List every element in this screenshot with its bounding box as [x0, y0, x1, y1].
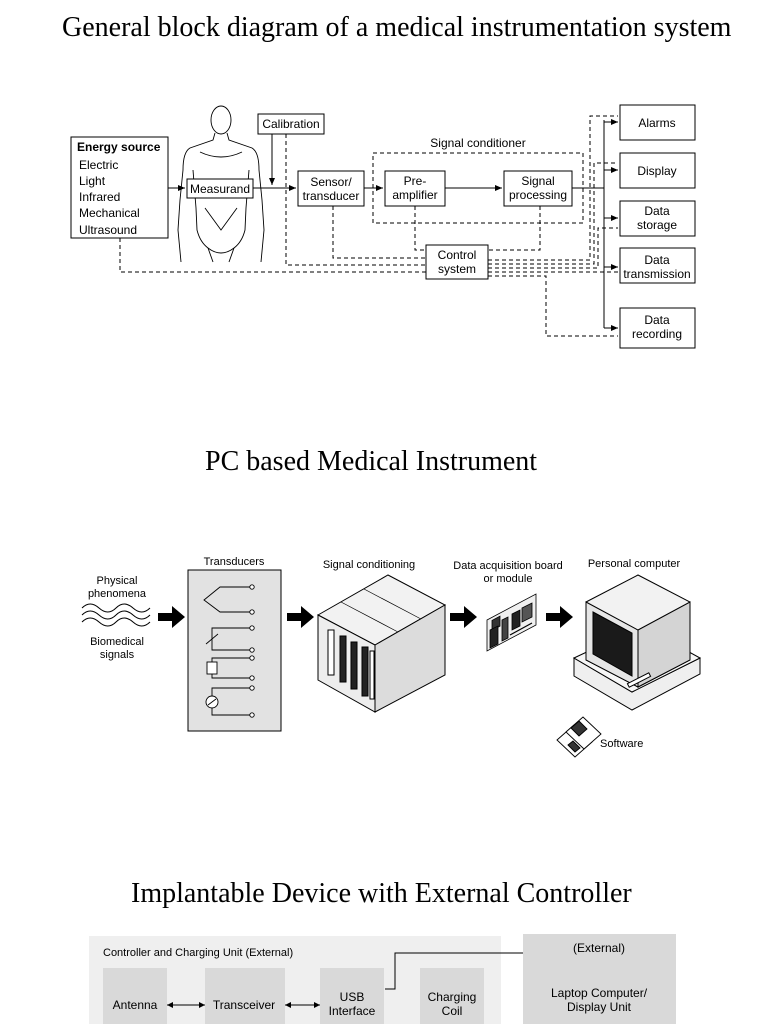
software-disks-icon	[556, 716, 602, 758]
transceiver-box	[205, 968, 285, 1024]
laptop-label-1: Laptop Computer/	[551, 986, 648, 1000]
daq-label-2: or module	[484, 573, 533, 585]
output-display-label: Display	[637, 164, 676, 178]
software-label: Software	[600, 738, 643, 750]
usb-interface-box	[320, 968, 384, 1024]
signal-conditioning-label: Signal conditioning	[323, 559, 415, 571]
transducer-circuits-icon	[203, 584, 255, 718]
title-implantable-device: Implantable Device with External Control…	[131, 878, 632, 909]
calibration-label: Calibration	[262, 117, 319, 131]
external-label: (External)	[573, 941, 625, 955]
output-alarms-box	[619, 104, 696, 141]
biomedical-signals-label-2: signals	[100, 649, 135, 661]
controller-panel-title: Controller and Charging Unit (External)	[103, 947, 293, 959]
external-panel	[523, 934, 676, 1024]
preamp-label-2: amplifier	[392, 188, 437, 202]
charging-coil-label-1: Charging	[428, 990, 477, 1004]
measurand-label: Measurand	[190, 182, 250, 196]
output-storage-label-2: storage	[637, 218, 677, 232]
control-system-label-2: system	[438, 262, 476, 276]
usb-label-2: Interface	[329, 1004, 376, 1018]
flow-arrow-1	[158, 606, 185, 628]
daq-label-1: Data acquisition board	[453, 560, 562, 572]
transducers-panel	[187, 569, 282, 732]
charging-coil-box	[420, 968, 484, 1024]
output-recording-label-1: Data	[644, 313, 670, 327]
transducers-label: Transducers	[204, 556, 265, 568]
title-block-diagram: General block diagram of a medical instr…	[62, 12, 732, 43]
output-storage-box	[619, 200, 696, 237]
sensor-label-1: Sensor/	[310, 175, 352, 189]
biosignal-wave-icon	[81, 603, 151, 627]
signal-processing-label-2: processing	[509, 188, 567, 202]
physical-phenomena-label-1: Physical	[97, 575, 138, 587]
pc-instrument-diagram: Physical phenomena Biomedical signals Tr…	[81, 556, 702, 758]
usb-label-1: USB	[340, 990, 365, 1004]
energy-item-light: Light	[79, 174, 106, 188]
signal-processing-label-1: Signal	[521, 174, 554, 188]
output-display-box	[619, 152, 696, 189]
output-recording-box	[619, 307, 696, 349]
energy-source-heading: Energy source	[77, 140, 161, 154]
signal-conditioning-rack-icon	[316, 574, 447, 713]
biomedical-signals-label-1: Biomedical	[90, 636, 144, 648]
output-transmission-label-2: transmission	[623, 267, 690, 281]
sensor-label-2: transducer	[303, 189, 360, 203]
laptop-label-2: Display Unit	[567, 1000, 632, 1014]
flow-arrow-4	[546, 606, 573, 628]
charging-coil-label-2: Coil	[442, 1004, 463, 1018]
personal-computer-label: Personal computer	[588, 558, 681, 570]
output-storage-label-1: Data	[644, 204, 670, 218]
personal-computer-icon	[572, 574, 702, 711]
flow-arrow-3	[450, 606, 477, 628]
control-system-box	[425, 244, 489, 280]
output-recording-label-2: recording	[632, 327, 682, 341]
implantable-device-diagram: Controller and Charging Unit (External) …	[89, 934, 676, 1024]
signal-conditioner-label: Signal conditioner	[430, 136, 525, 150]
energy-item-ultrasound: Ultrasound	[79, 223, 137, 237]
physical-phenomena-label-2: phenomena	[88, 588, 147, 600]
calibration-box	[257, 113, 325, 135]
flow-arrow-2	[287, 606, 314, 628]
antenna-label: Antenna	[113, 998, 158, 1012]
energy-item-electric: Electric	[79, 158, 118, 172]
control-system-label-1: Control	[438, 248, 477, 262]
preamp-label-1: Pre-	[404, 174, 427, 188]
daq-board-icon	[486, 593, 537, 652]
transceiver-label: Transceiver	[213, 998, 275, 1012]
block-diagram: Energy source Electric Light Infrared Me…	[70, 104, 696, 349]
energy-item-mechanical: Mechanical	[79, 206, 140, 220]
output-alarms-label: Alarms	[638, 116, 675, 130]
output-transmission-box	[619, 247, 696, 284]
title-pc-instrument: PC based Medical Instrument	[205, 446, 538, 477]
energy-item-infrared: Infrared	[79, 190, 120, 204]
antenna-box	[103, 968, 167, 1024]
output-transmission-label-1: Data	[644, 253, 670, 267]
human-body-figure	[177, 105, 265, 263]
